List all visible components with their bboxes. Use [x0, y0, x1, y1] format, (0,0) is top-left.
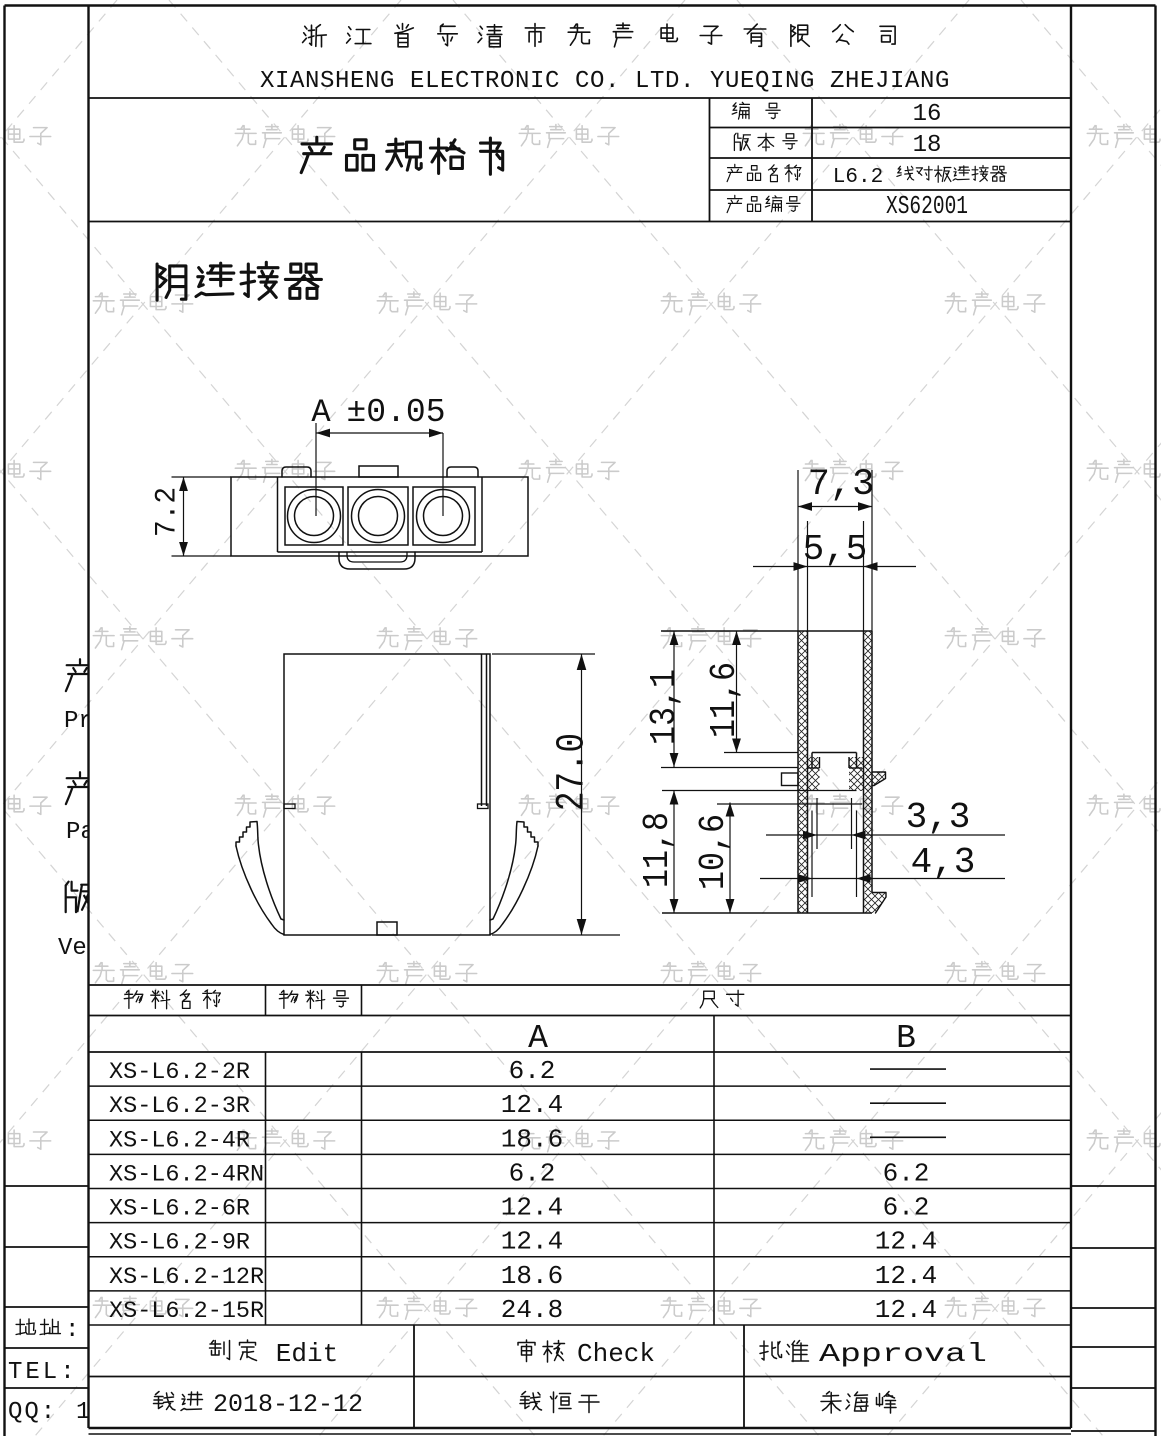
svg-text:XS-L6.2-15R: XS-L6.2-15R — [109, 1298, 264, 1325]
svg-text:6.2: 6.2 — [883, 1193, 930, 1223]
svg-text:XIANSHENG ELECTRONIC CO. LTD.: XIANSHENG ELECTRONIC CO. LTD. YUEQING ZH… — [260, 68, 950, 95]
svg-text:6.2: 6.2 — [509, 1158, 556, 1188]
svg-text::: : — [65, 1317, 79, 1344]
svg-text:6.2: 6.2 — [509, 1056, 556, 1086]
svg-text:XS-L6.2-4R: XS-L6.2-4R — [109, 1127, 250, 1154]
svg-text:5,5: 5,5 — [803, 529, 868, 570]
svg-text:12.4: 12.4 — [875, 1295, 937, 1325]
svg-text:6.2: 6.2 — [883, 1158, 930, 1188]
svg-text:Approval: Approval — [819, 1339, 987, 1369]
svg-text:27.0: 27.0 — [550, 733, 595, 811]
svg-text:Edit: Edit — [276, 1339, 338, 1369]
svg-text:XS-L6.2-3R: XS-L6.2-3R — [109, 1093, 250, 1120]
svg-text:B: B — [896, 1020, 916, 1057]
svg-text:XS-L6.2-12R: XS-L6.2-12R — [109, 1264, 264, 1291]
svg-text:Pro: Pro — [64, 708, 107, 735]
svg-text:18: 18 — [913, 132, 942, 159]
svg-text:12.4: 12.4 — [875, 1227, 937, 1257]
svg-text:A: A — [311, 394, 331, 431]
svg-text:TEL:: TEL: — [8, 1359, 78, 1386]
svg-text:24.8: 24.8 — [501, 1295, 563, 1325]
svg-text:12.4: 12.4 — [501, 1090, 563, 1120]
svg-text:11,6: 11,6 — [704, 662, 745, 738]
svg-text:XS-L6.2-2R: XS-L6.2-2R — [109, 1059, 250, 1086]
svg-text:3,3: 3,3 — [906, 797, 971, 838]
svg-text:L6.2: L6.2 — [833, 166, 883, 189]
svg-text:13,1: 13,1 — [644, 669, 685, 745]
svg-text:QQ:: QQ: — [8, 1399, 57, 1426]
svg-text:Ver: Ver — [58, 935, 101, 962]
svg-text:18.6: 18.6 — [501, 1261, 563, 1291]
svg-text:18.6: 18.6 — [501, 1124, 563, 1154]
svg-text:1: 1 — [76, 1399, 90, 1426]
svg-text:12.4: 12.4 — [501, 1227, 563, 1257]
svg-text:7,3: 7,3 — [808, 464, 875, 506]
svg-text:Pa: Pa — [66, 819, 95, 846]
svg-text:XS-L6.2-6R: XS-L6.2-6R — [109, 1196, 250, 1223]
svg-text:A: A — [528, 1020, 548, 1057]
svg-text:11,8: 11,8 — [637, 812, 678, 888]
svg-text:10,6: 10,6 — [693, 814, 734, 890]
svg-text:XS62001: XS62001 — [886, 191, 968, 221]
svg-text:12.4: 12.4 — [875, 1261, 937, 1291]
svg-text:7.2: 7.2 — [151, 487, 185, 537]
svg-text:±0.05: ±0.05 — [346, 394, 445, 431]
svg-text:XS-L6.2-9R: XS-L6.2-9R — [109, 1230, 250, 1257]
svg-text:12.4: 12.4 — [501, 1193, 563, 1223]
svg-text:Check: Check — [577, 1339, 655, 1369]
svg-text:16: 16 — [913, 101, 942, 128]
svg-text:XS-L6.2-4RN: XS-L6.2-4RN — [109, 1161, 264, 1188]
svg-text:4,3: 4,3 — [911, 842, 976, 883]
svg-text:2018-12-12: 2018-12-12 — [213, 1390, 363, 1419]
